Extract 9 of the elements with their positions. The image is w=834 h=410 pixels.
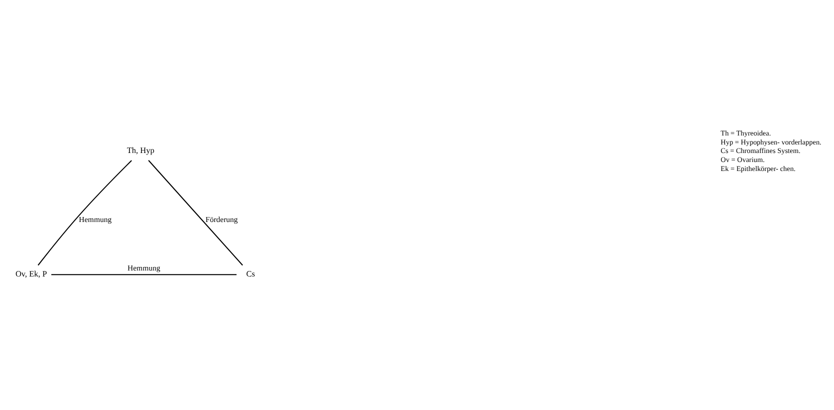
node-text: Th, Hyp <box>126 146 154 155</box>
connector <box>148 160 242 266</box>
node-text: Cs <box>246 269 254 278</box>
connector <box>37 160 132 266</box>
edge-label: Förderung <box>205 214 238 224</box>
edge-label: Hemmung <box>78 214 112 224</box>
node-text: Ov, Ek, P <box>14 269 47 278</box>
edge-label: Hemmung <box>127 263 160 272</box>
connector <box>50 274 236 275</box>
